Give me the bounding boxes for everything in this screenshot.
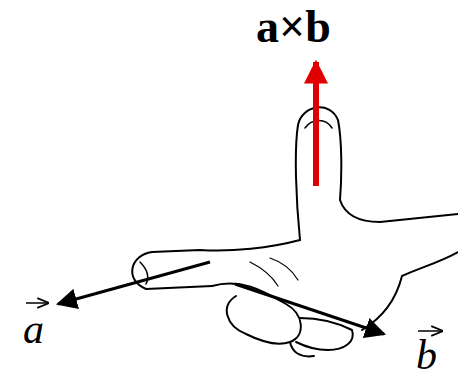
cross-product-arrow	[313, 62, 319, 186]
cross-product-label: a×b	[256, 4, 331, 50]
vector-accent	[26, 302, 48, 304]
vector-b-arrow	[235, 284, 384, 334]
vector-label: a	[23, 308, 44, 350]
vector-accent	[418, 330, 442, 332]
vector-a-arrow	[58, 262, 210, 304]
vector-label: b	[416, 334, 437, 376]
hand-outline	[132, 107, 458, 356]
